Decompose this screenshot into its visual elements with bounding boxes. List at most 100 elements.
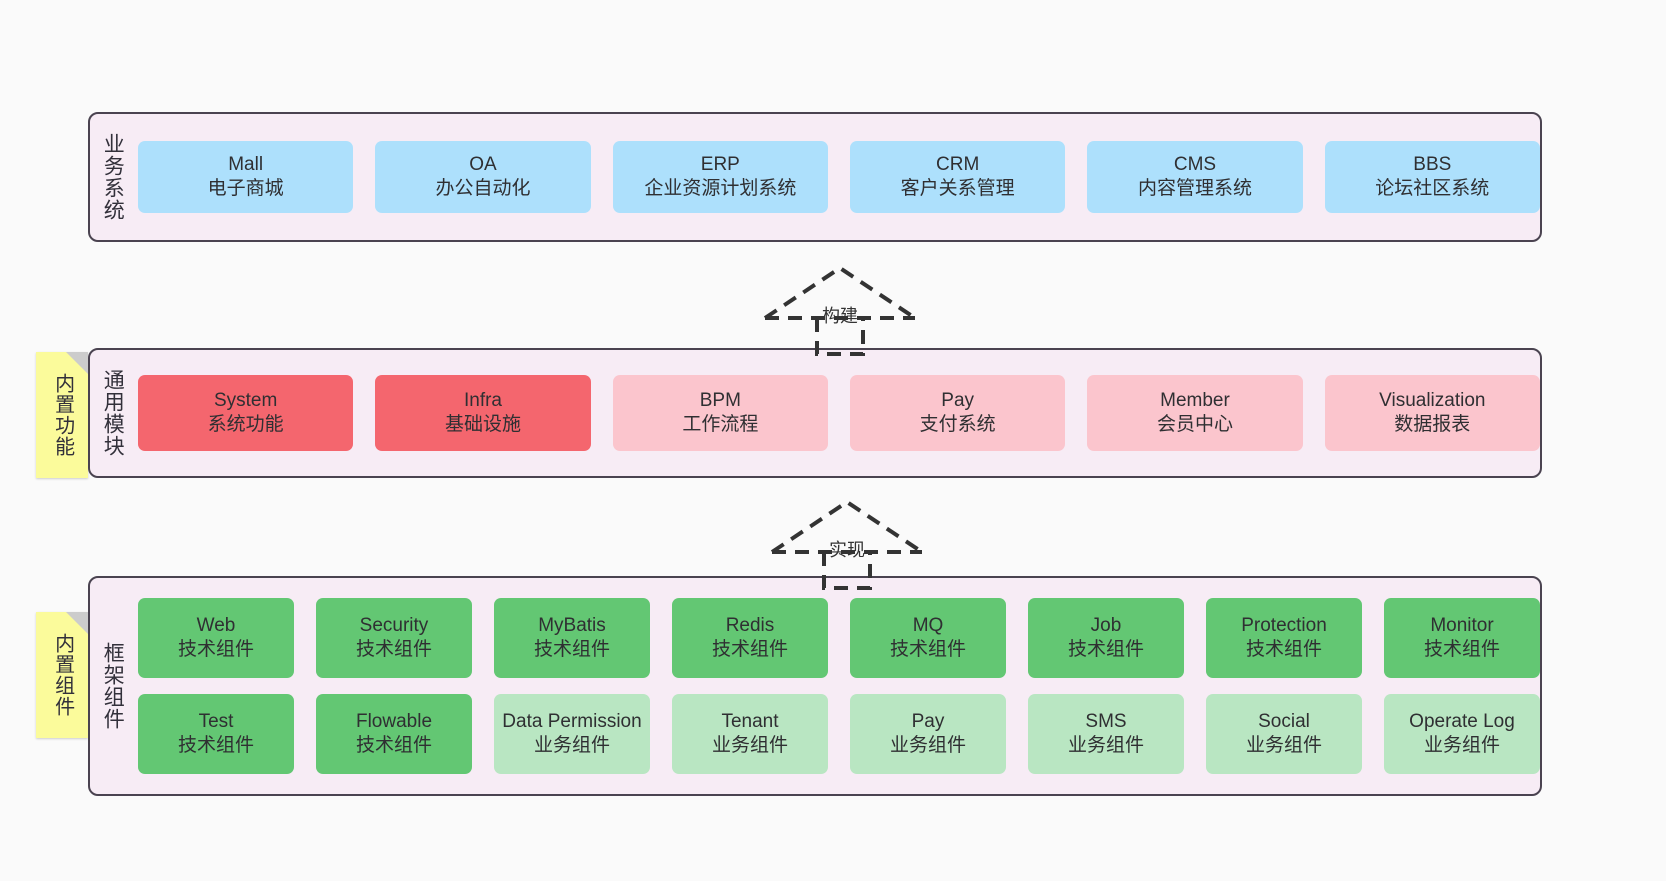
- module-card[interactable]: Pay 业务组件: [850, 694, 1006, 774]
- module-card-subtitle: 业务组件: [1245, 735, 1322, 756]
- generalization-arrow-build: 构建: [755, 258, 925, 358]
- module-card[interactable]: Protection 技术组件: [1206, 598, 1362, 678]
- module-card-subtitle: 技术组件: [889, 639, 966, 660]
- module-card-subtitle: 内容管理系统: [1137, 178, 1252, 199]
- module-card[interactable]: OA 办公自动化: [375, 141, 591, 213]
- module-card-title: Visualization: [1379, 389, 1486, 411]
- module-card[interactable]: ERP 企业资源计划系统: [612, 141, 828, 213]
- module-card[interactable]: Flowable 技术组件: [316, 694, 472, 774]
- module-card[interactable]: Operate Log 业务组件: [1384, 694, 1540, 774]
- module-card-subtitle: 技术组件: [355, 735, 432, 756]
- module-card[interactable]: BPM 工作流程: [612, 375, 828, 451]
- module-card-title: Pay: [911, 710, 945, 732]
- module-card-title: CMS: [1173, 153, 1217, 175]
- realize-arrow-label: 实现: [829, 540, 865, 560]
- module-card-title: Flowable: [355, 710, 433, 732]
- module-card[interactable]: SMS 业务组件: [1028, 694, 1184, 774]
- module-card-title: System: [213, 389, 278, 411]
- module-card-title: MQ: [912, 614, 944, 636]
- module-card-subtitle: 技术组件: [355, 639, 432, 660]
- module-card-title: Social: [1258, 710, 1310, 732]
- module-card-subtitle: 业务组件: [533, 735, 610, 756]
- module-card-title: Web: [196, 614, 236, 636]
- module-card[interactable]: CMS 内容管理系统: [1087, 141, 1303, 213]
- sticky-note-builtin-components: 内置组件: [36, 612, 88, 738]
- module-card-subtitle: 业务组件: [1067, 735, 1144, 756]
- generalization-arrow-realize: 实现: [762, 492, 932, 592]
- module-card-subtitle: 支付系统: [919, 414, 996, 435]
- module-card-title: Tenant: [721, 710, 779, 732]
- module-card-subtitle: 电子商城: [207, 178, 284, 199]
- module-card-subtitle: 技术组件: [1245, 639, 1322, 660]
- module-card[interactable]: Tenant 业务组件: [672, 694, 828, 774]
- build-arrow-label: 构建: [822, 306, 858, 326]
- module-card-subtitle: 技术组件: [711, 639, 788, 660]
- module-card-subtitle: 业务组件: [711, 735, 788, 756]
- module-card[interactable]: Mall 电子商城: [138, 141, 354, 213]
- module-card[interactable]: MyBatis 技术组件: [494, 598, 650, 678]
- module-card[interactable]: Job 技术组件: [1028, 598, 1184, 678]
- module-card-title: Data Permission: [502, 710, 642, 732]
- module-card-title: Redis: [725, 614, 775, 636]
- module-card-subtitle: 系统功能: [207, 414, 284, 435]
- module-card[interactable]: Redis 技术组件: [672, 598, 828, 678]
- module-card-title: SMS: [1085, 710, 1127, 732]
- module-card-subtitle: 办公自动化: [435, 178, 531, 199]
- module-card[interactable]: Social 业务组件: [1206, 694, 1362, 774]
- module-card-subtitle: 技术组件: [1067, 639, 1144, 660]
- module-card-subtitle: 业务组件: [1423, 735, 1500, 756]
- business-system-row: Mall 电子商城 OA 办公自动化 ERP 企业资源计划系统 CRM 客户关系管理 CMS 内容…: [138, 141, 1540, 213]
- module-card-subtitle: 基础设施: [444, 414, 521, 435]
- framework-components-label: 框架组件: [101, 642, 125, 730]
- module-card-title: Member: [1160, 389, 1230, 411]
- module-card-title: CRM: [936, 153, 980, 175]
- module-card-subtitle: 企业资源计划系统: [644, 178, 797, 199]
- module-card-subtitle: 技术组件: [177, 639, 254, 660]
- module-card-subtitle: 技术组件: [1423, 639, 1500, 660]
- module-card-title: Protection: [1241, 614, 1327, 636]
- module-card[interactable]: Test 技术组件: [138, 694, 294, 774]
- module-card-title: ERP: [700, 153, 740, 175]
- module-card[interactable]: Data Permission 业务组件: [494, 694, 650, 774]
- module-card-title: Mall: [228, 153, 264, 175]
- module-card-subtitle: 工作流程: [682, 414, 759, 435]
- build-arrow-svg: [763, 265, 917, 356]
- module-card-subtitle: 客户关系管理: [900, 178, 1015, 199]
- module-card[interactable]: Pay 支付系统: [849, 375, 1066, 451]
- sticky-note-builtin-functions: 内置功能: [36, 352, 88, 478]
- module-card[interactable]: Security 技术组件: [316, 598, 472, 678]
- module-card-subtitle: 论坛社区系统: [1375, 178, 1490, 199]
- module-card-title: Test: [198, 710, 234, 732]
- module-card[interactable]: CRM 客户关系管理: [849, 141, 1066, 213]
- module-card[interactable]: MQ 技术组件: [850, 598, 1006, 678]
- module-card-title: Monitor: [1430, 614, 1494, 636]
- module-card[interactable]: Infra 基础设施: [375, 375, 591, 451]
- module-card-subtitle: 技术组件: [177, 735, 254, 756]
- module-card-title: BBS: [1413, 153, 1452, 175]
- module-card-title: Operate Log: [1409, 710, 1515, 732]
- module-card-subtitle: 业务组件: [889, 735, 966, 756]
- module-card-title: OA: [469, 153, 497, 175]
- module-card-title: Security: [359, 614, 429, 636]
- module-card[interactable]: Visualization 数据报表: [1324, 375, 1540, 451]
- module-card[interactable]: System 系统功能: [138, 375, 354, 451]
- module-card[interactable]: Monitor 技术组件: [1384, 598, 1540, 678]
- module-card-title: Pay: [941, 389, 975, 411]
- module-card-title: Infra: [463, 389, 502, 411]
- module-card-title: MyBatis: [538, 614, 606, 636]
- module-card[interactable]: BBS 论坛社区系统: [1324, 141, 1540, 213]
- module-card-title: BPM: [699, 389, 741, 411]
- module-card[interactable]: Web 技术组件: [138, 598, 294, 678]
- module-card-subtitle: 数据报表: [1394, 414, 1471, 435]
- module-card-title: Job: [1090, 614, 1122, 636]
- module-card-subtitle: 技术组件: [533, 639, 610, 660]
